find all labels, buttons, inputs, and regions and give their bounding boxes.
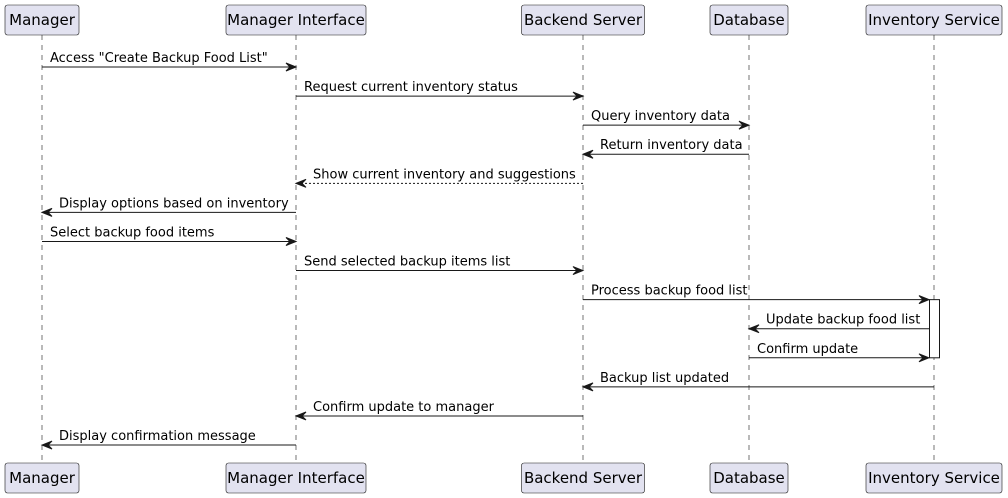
message-label: Process backup food list (591, 284, 748, 299)
arrowhead-icon (581, 149, 594, 159)
message-14: Display confirmation message (40, 429, 296, 450)
participant-backend-bottom: Backend Server (521, 462, 645, 494)
participant-ui-bottom: Manager Interface (225, 462, 367, 494)
message-label: Access "Create Backup Food List" (50, 51, 268, 66)
participant-box (709, 462, 789, 494)
message-8: Send selected backup items list (296, 255, 585, 276)
participant-label: Inventory Service (868, 11, 1000, 29)
message-5: Show current inventory and suggestions (294, 167, 583, 188)
arrowhead-icon (918, 353, 931, 363)
message-7: Select backup food items (42, 225, 298, 246)
participant-box (521, 462, 645, 494)
participant-label: Inventory Service (868, 469, 1000, 487)
participant-box (4, 462, 80, 494)
message-label: Show current inventory and suggestions (313, 167, 576, 182)
participant-label: Manager (9, 11, 76, 29)
message-1: Access "Create Backup Food List" (42, 51, 298, 72)
participant-label: Backend Server (524, 469, 643, 487)
message-6: Display options based on inventory (40, 196, 296, 217)
arrowhead-icon (918, 295, 931, 305)
activation-bar-inventory (929, 299, 940, 359)
participant-box (865, 4, 1003, 36)
participant-box (709, 4, 789, 36)
participant-label: Manager Interface (227, 469, 365, 487)
participant-box (225, 462, 367, 494)
message-label: Return inventory data (600, 138, 743, 153)
arrowhead-icon (294, 178, 307, 188)
participant-box (865, 462, 1003, 494)
participant-label: Manager (9, 469, 76, 487)
message-label: Request current inventory status (304, 80, 518, 95)
participant-backend-top: Backend Server (521, 4, 645, 36)
message-12: Backup list updated (581, 371, 934, 392)
participant-label: Backend Server (524, 11, 643, 29)
participant-label: Database (713, 469, 785, 487)
arrowhead-icon (40, 440, 53, 450)
participant-box (225, 4, 367, 36)
message-13: Confirm update to manager (294, 400, 583, 421)
participant-box (4, 4, 80, 36)
message-label: Select backup food items (50, 225, 215, 240)
participant-manager-top: Manager (4, 4, 80, 36)
arrowhead-icon (285, 237, 298, 246)
message-3: Query inventory data (583, 109, 751, 130)
participant-manager-bottom: Manager (4, 462, 80, 494)
message-10: Update backup food list (747, 313, 929, 334)
arrowhead-icon (738, 120, 751, 130)
message-4: Return inventory data (581, 138, 749, 159)
arrowhead-icon (572, 266, 585, 276)
participant-inventory-bottom: Inventory Service (865, 462, 1003, 494)
message-label: Update backup food list (766, 313, 920, 328)
message-11: Confirm update (749, 342, 931, 363)
participant-inventory-top: Inventory Service (865, 4, 1003, 36)
participant-db-bottom: Database (709, 462, 789, 494)
message-label: Backup list updated (600, 371, 729, 386)
participant-ui-top: Manager Interface (225, 4, 367, 36)
participant-db-top: Database (709, 4, 789, 36)
message-label: Display options based on inventory (59, 196, 289, 211)
arrowhead-icon (40, 207, 53, 217)
message-label: Query inventory data (591, 109, 730, 124)
participant-label: Database (713, 11, 785, 29)
message-label: Display confirmation message (59, 429, 256, 444)
message-label: Confirm update (757, 342, 858, 357)
arrowhead-icon (581, 382, 594, 392)
arrowhead-icon (572, 91, 585, 101)
participant-label: Manager Interface (227, 11, 365, 29)
arrowhead-icon (285, 62, 298, 72)
participant-box (521, 4, 645, 36)
message-9: Process backup food list (583, 284, 931, 305)
arrowhead-icon (747, 324, 760, 334)
message-2: Request current inventory status (296, 80, 585, 101)
arrowhead-icon (294, 411, 307, 421)
message-label: Confirm update to manager (313, 400, 495, 415)
message-label: Send selected backup items list (304, 255, 510, 270)
